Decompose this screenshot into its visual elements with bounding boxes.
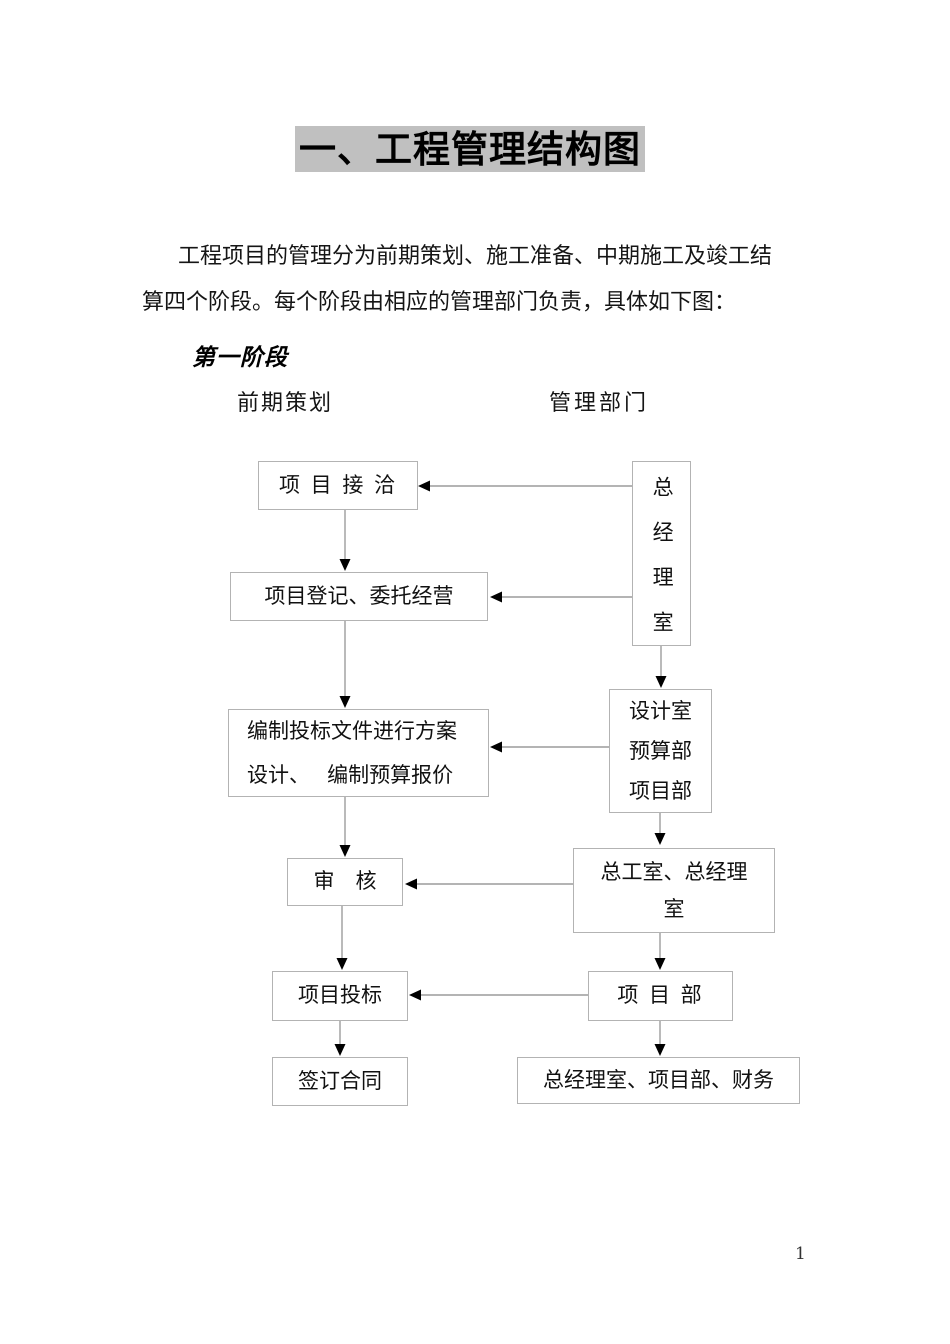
arrowhead-review-to-bidding <box>336 958 348 970</box>
flow-node-design-room-label: 设计室 <box>629 699 692 723</box>
flow-node-chief-engineer-gm-office-line1: 总工室、总经理 <box>600 859 748 884</box>
flow-node-project-department: 项 目 部 <box>588 971 733 1021</box>
flow-node-chief-engineer-gm-office-line2: 室 <box>663 896 685 921</box>
arrowhead-gm-to-design <box>655 676 667 688</box>
flow-node-project-contact-label: 项 目 接 洽 <box>278 472 398 497</box>
flow-node-bid-preparation-line1: 编制投标文件进行方案 <box>247 719 457 743</box>
intro-paragraph: 工程项目的管理分为前期策划、施工准备、中期施工及竣工结 算四个阶段。每个阶段由相… <box>142 234 772 326</box>
flow-node-bid-preparation: 编制投标文件进行方案 设计、 编制预算报价 <box>228 709 489 797</box>
flow-node-budget-dept-label: 预算部 <box>629 739 692 763</box>
arrowhead-chiefeng-to-review <box>405 878 417 890</box>
flow-node-project-registration-label: 项目登记、委托经营 <box>264 583 454 608</box>
flow-node-design-budget-project-depts: 设计室 预算部 项目部 <box>609 689 712 813</box>
flow-node-general-manager-office-label: 总经理室 <box>650 475 675 656</box>
arrowhead-projectdept-to-gmfinance <box>654 1044 666 1056</box>
page-title: 一、工程管理结构图 <box>295 126 645 172</box>
flow-node-contract-signing: 签订合同 <box>272 1057 408 1106</box>
flow-node-project-bidding: 项目投标 <box>272 971 408 1021</box>
intro-paragraph-line1: 工程项目的管理分为前期策划、施工准备、中期施工及竣工结 <box>178 244 773 269</box>
arrowhead-bidprep-to-review <box>339 845 351 857</box>
flow-node-project-department-label: 项 目 部 <box>617 983 704 1008</box>
arrowhead-chiefeng-to-projectdept <box>654 958 666 970</box>
flow-node-general-manager-office: 总经理室 <box>632 461 691 656</box>
arrowhead-registration-to-bidprep <box>339 696 351 708</box>
flow-node-review-label: 审 核 <box>313 869 377 894</box>
flow-node-review: 审 核 <box>287 858 403 906</box>
page-number: 1 <box>795 1244 806 1264</box>
arrowhead-bidding-to-contract <box>334 1044 346 1056</box>
flow-node-project-dept-label: 项目部 <box>629 779 692 803</box>
flow-node-gm-project-finance-depts-label: 总经理室、项目部、财务 <box>543 1067 774 1092</box>
flow-node-contract-signing-label: 签订合同 <box>298 1068 382 1093</box>
column-header-planning: 前期策划 <box>237 391 334 416</box>
flow-node-project-bidding-label: 项目投标 <box>298 983 382 1008</box>
page-title-highlight: 一、工程管理结构图 <box>295 126 645 172</box>
arrowhead-gm-to-registration <box>490 591 502 603</box>
arrowhead-design-to-bidprep <box>490 741 502 753</box>
flow-node-bid-preparation-line2: 设计、 编制预算报价 <box>247 763 454 787</box>
flow-node-chief-engineer-gm-office: 总工室、总经理 室 <box>573 848 775 933</box>
arrowhead-design-to-chiefeng <box>654 833 666 845</box>
intro-paragraph-line2: 算四个阶段。每个阶段由相应的管理部门负责，具体如下图： <box>142 290 737 315</box>
flow-node-project-contact: 项 目 接 洽 <box>258 461 418 510</box>
arrowhead-contact-to-registration <box>339 559 351 571</box>
arrowhead-gm-to-contact <box>418 480 430 492</box>
flow-node-gm-project-finance-depts: 总经理室、项目部、财务 <box>517 1057 800 1104</box>
stage-label: 第一阶段 <box>192 344 288 371</box>
flow-node-project-registration: 项目登记、委托经营 <box>230 572 488 621</box>
arrowhead-projectdept-to-bidding <box>409 989 421 1001</box>
column-header-departments: 管理部门 <box>549 391 650 416</box>
